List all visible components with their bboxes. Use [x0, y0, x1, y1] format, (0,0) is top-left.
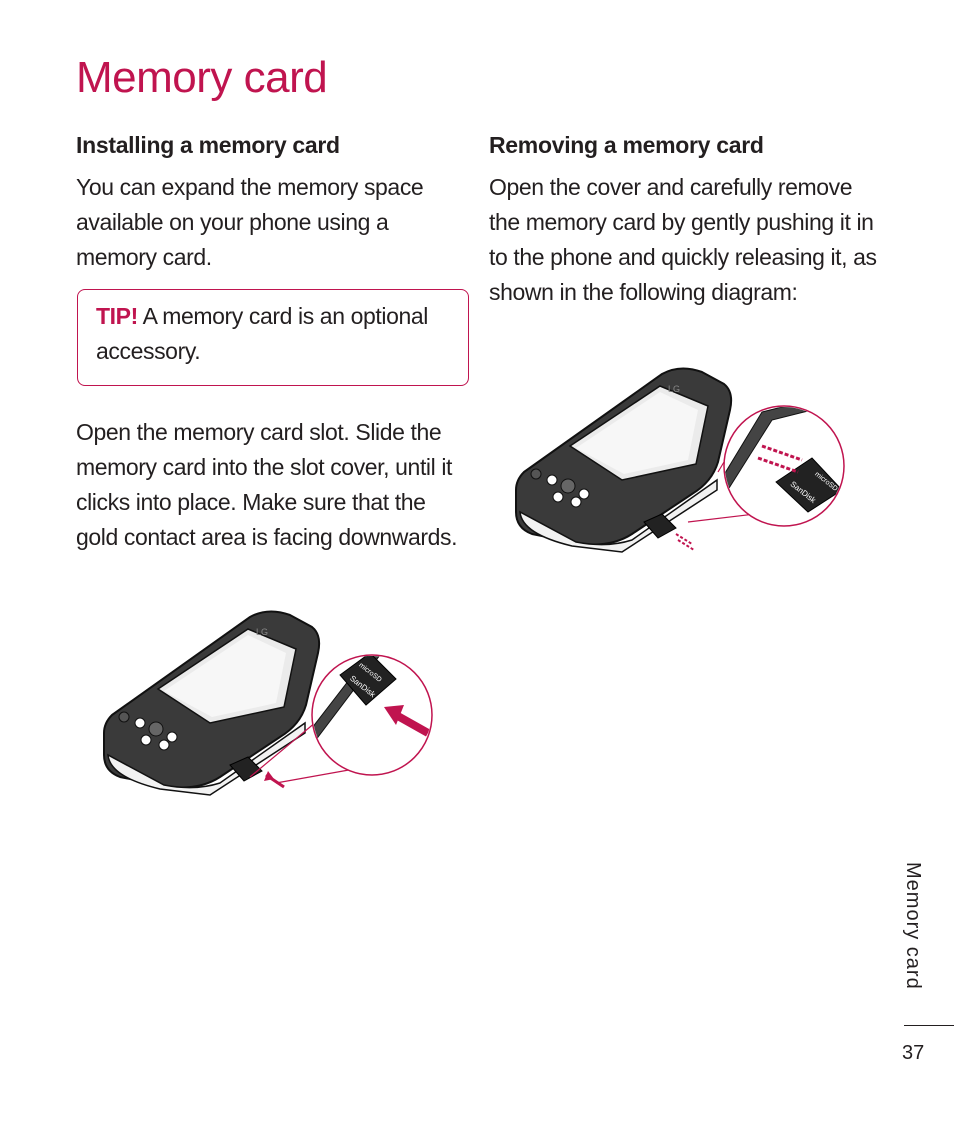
phone-logo: LG: [256, 627, 268, 637]
install-heading: Installing a memory card: [76, 132, 340, 158]
tip-box: TIP! A memory card is an optional access…: [77, 289, 469, 386]
remove-heading: Removing a memory card: [489, 132, 764, 158]
insert-arrow-large-head: [384, 705, 404, 725]
page-number: 37: [902, 1042, 925, 1064]
install-intro: You can expand the memory space availabl…: [76, 174, 424, 270]
micro-sd-card: [643, 513, 677, 539]
page-title: Memory card: [76, 53, 328, 102]
remove-section: Removing a memory card Open the cover an…: [489, 128, 879, 310]
release-arrow-dashed: [677, 539, 695, 551]
tip-text: A memory card is an optional accessory.: [96, 303, 428, 364]
callout-line-bottom: [275, 767, 361, 784]
install-instructions: Open the memory card slot. Slide the mem…: [76, 419, 458, 550]
push-arrow-dashed: [675, 533, 693, 545]
phone-illustration: LG: [515, 367, 733, 553]
footer-rule: [904, 1025, 954, 1026]
zoom-callout: SanDisk microSD: [723, 405, 845, 527]
remove-instructions: Open the cover and carefully remove the …: [489, 174, 877, 305]
install-memory-card-illustration: LG SanDisk microSD: [103, 610, 433, 796]
phone-logo: LG: [668, 384, 680, 394]
insert-arrow-small-head: [264, 771, 274, 781]
install-section: Installing a memory card You can expand …: [76, 128, 464, 275]
release-arrow-callout: [761, 444, 803, 462]
zoom-callout: SanDisk microSD: [311, 654, 433, 776]
remove-memory-card-illustration: LG SanDisk microSD: [515, 367, 845, 553]
micro-sd-card: [229, 756, 263, 782]
tip-label: TIP!: [96, 303, 138, 329]
callout-line-top: [249, 716, 323, 778]
phone-illustration: LG: [103, 610, 321, 796]
running-section-label: Memory card: [902, 862, 924, 990]
insert-arrow-large: [394, 711, 430, 737]
push-arrow-callout: [757, 456, 799, 474]
